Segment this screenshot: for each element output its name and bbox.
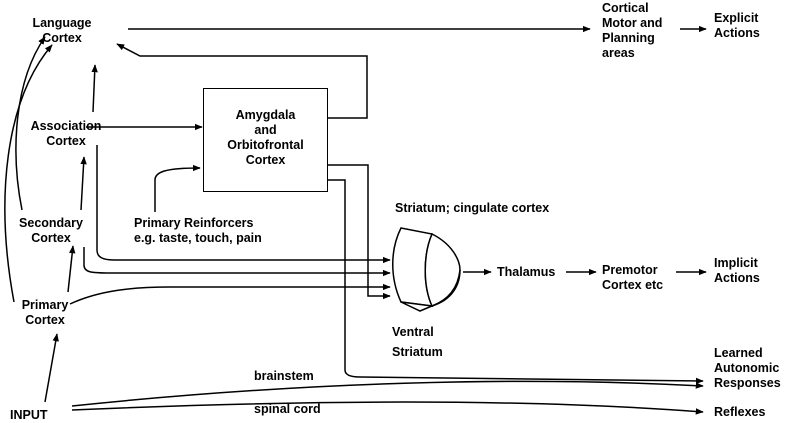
pathway-brainstem	[71, 380, 704, 407]
implicit-actions-line1: Implicit	[714, 256, 758, 270]
amygdala-line1: Amygdala	[235, 108, 296, 122]
secondary-cortex-line1: Secondary	[19, 216, 83, 230]
cortical-motor-line4: areas	[602, 46, 635, 60]
language-cortex-label: Language Cortex	[20, 16, 104, 46]
primary-cortex-line2: Cortex	[25, 313, 65, 327]
reinforcers-line2: e.g. taste, touch, pain	[134, 231, 262, 245]
premotor-line1: Premotor	[602, 263, 658, 277]
amygdala-label: Amygdala and Orbitofrontal Cortex	[203, 108, 328, 168]
explicit-actions-label: Explicit Actions	[714, 11, 760, 41]
cortical-motor-line3: Planning	[602, 31, 655, 45]
cortical-motor-line1: Cortical	[602, 1, 649, 15]
reflexes-label: Reflexes	[714, 405, 766, 419]
arrow-primary-to-striatum	[69, 283, 391, 305]
explicit-actions-line1: Explicit	[714, 11, 759, 25]
ventral-striatum-label: Ventral Striatum	[392, 325, 443, 360]
implicit-actions-line2: Actions	[714, 271, 760, 285]
arrow-input-to-primary	[44, 333, 59, 403]
amygdala-line3: Orbitofrontal	[227, 138, 304, 152]
ventral-striatum-line2: Striatum	[392, 345, 443, 359]
premotor-line2: Cortex etc	[602, 278, 664, 292]
arrow-association-to-striatum	[96, 145, 391, 264]
arrow-amygdala-to-autonomic	[327, 179, 704, 385]
secondary-cortex-label: Secondary Cortex	[8, 216, 94, 246]
primary-cortex-label: Primary Cortex	[12, 298, 78, 328]
arrow-association-to-language	[91, 64, 98, 113]
ventral-striatum-line1: Ventral	[392, 325, 434, 339]
striatum-cingulate-label: Striatum; cingulate cortex	[395, 201, 550, 215]
pathway-spinal-cord	[71, 401, 704, 415]
striatum-shape	[392, 227, 461, 312]
input-label: INPUT	[10, 408, 48, 422]
secondary-cortex-line2: Cortex	[31, 231, 71, 245]
language-cortex-line1: Language	[32, 16, 92, 30]
learned-autonomic-label: Learned Autonomic Responses	[714, 346, 781, 391]
premotor-cortex-label: Premotor Cortex etc	[602, 263, 663, 293]
amygdala-line2: and	[254, 123, 277, 137]
learned-autonomic-line2: Autonomic	[714, 361, 780, 375]
association-cortex-line2: Cortex	[46, 134, 86, 148]
language-cortex-line2: Cortex	[42, 31, 82, 45]
cortical-motor-label: Cortical Motor and Planning areas	[602, 1, 662, 61]
arrow-primary-to-secondary	[67, 245, 76, 293]
amygdala-box	[203, 88, 328, 192]
arrow-amygdala-to-language	[116, 43, 368, 119]
association-cortex-line1: Association	[30, 119, 102, 133]
amygdala-line4: Cortex	[245, 153, 286, 167]
learned-autonomic-line1: Learned	[714, 346, 763, 360]
brainstem-label: brainstem	[254, 369, 314, 383]
association-cortex-label: Association Cortex	[18, 119, 114, 149]
thalamus-label: Thalamus	[497, 265, 556, 279]
spinal-cord-label: spinal cord	[254, 402, 321, 416]
arrow-secondary-to-association	[80, 156, 87, 211]
explicit-actions-line2: Actions	[714, 26, 760, 40]
arrow-secondary-to-language	[15, 36, 46, 211]
learned-autonomic-line3: Responses	[714, 376, 781, 390]
arrow-amygdala-to-striatum	[327, 164, 391, 300]
arrow-secondary-to-striatum	[83, 247, 391, 277]
cortical-motor-line2: Motor and	[602, 16, 663, 30]
primary-reinforcers-label: Primary Reinforcers e.g. taste, touch, p…	[134, 216, 262, 246]
primary-cortex-line1: Primary	[21, 298, 69, 312]
arrow-primary-to-language	[4, 44, 53, 303]
reinforcers-line1: Primary Reinforcers	[134, 216, 254, 230]
arrow-reinforcers-to-amygdala	[154, 164, 201, 212]
implicit-actions-label: Implicit Actions	[714, 256, 760, 286]
